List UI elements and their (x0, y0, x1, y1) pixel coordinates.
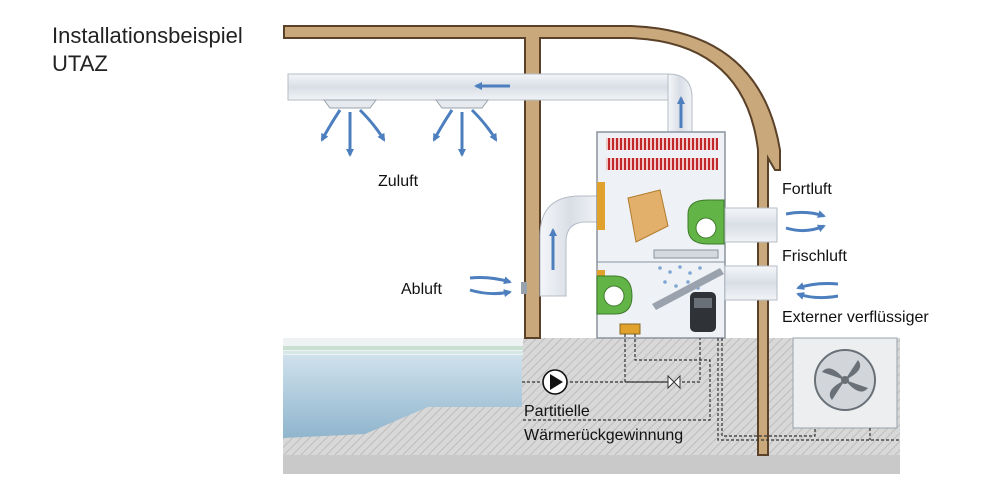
evaporator (653, 249, 719, 259)
heater-coil-1 (606, 138, 718, 150)
supply-diffuser-1 (323, 99, 377, 109)
label-waermerueckgewinnung: Wärmerückgewinnung (524, 427, 683, 444)
label-partitielle: Partitielle (524, 403, 590, 420)
condensate-tray (652, 268, 724, 310)
heat-exchanger (627, 189, 669, 243)
piping (522, 334, 900, 441)
exhaust-fan (687, 199, 725, 245)
valve-icon (667, 374, 681, 390)
label-externer-verfluessiger: Externer verflüssiger (782, 309, 929, 326)
air-handling-unit (596, 131, 726, 339)
swimming-pool (283, 338, 523, 438)
title-line-1: Installationsbeispiel (52, 23, 243, 48)
building-structure (283, 25, 781, 456)
diagram-title: Installationsbeispiel UTAZ (52, 22, 243, 78)
unit-connector (619, 323, 641, 335)
external-condenser (792, 337, 898, 429)
pump-icon (542, 369, 568, 395)
pool-tiles (283, 346, 523, 354)
fan-icon (822, 360, 868, 400)
heater-coil-2 (606, 158, 718, 170)
frischluft-duct (724, 265, 778, 301)
abluft-arrows (469, 228, 557, 298)
supply-fan (596, 275, 633, 315)
label-frischluft: Frischluft (782, 248, 847, 265)
label-fortluft: Fortluft (782, 181, 832, 198)
fortluft-duct (724, 207, 778, 243)
supply-diffuser-2 (435, 99, 489, 109)
compressor (690, 292, 716, 332)
title-line-2: UTAZ (52, 51, 108, 76)
zuluft-arrows (320, 82, 685, 157)
label-zuluft: Zuluft (378, 173, 419, 190)
outdoor-arrows (785, 210, 839, 300)
label-abluft: Abluft (401, 281, 442, 298)
